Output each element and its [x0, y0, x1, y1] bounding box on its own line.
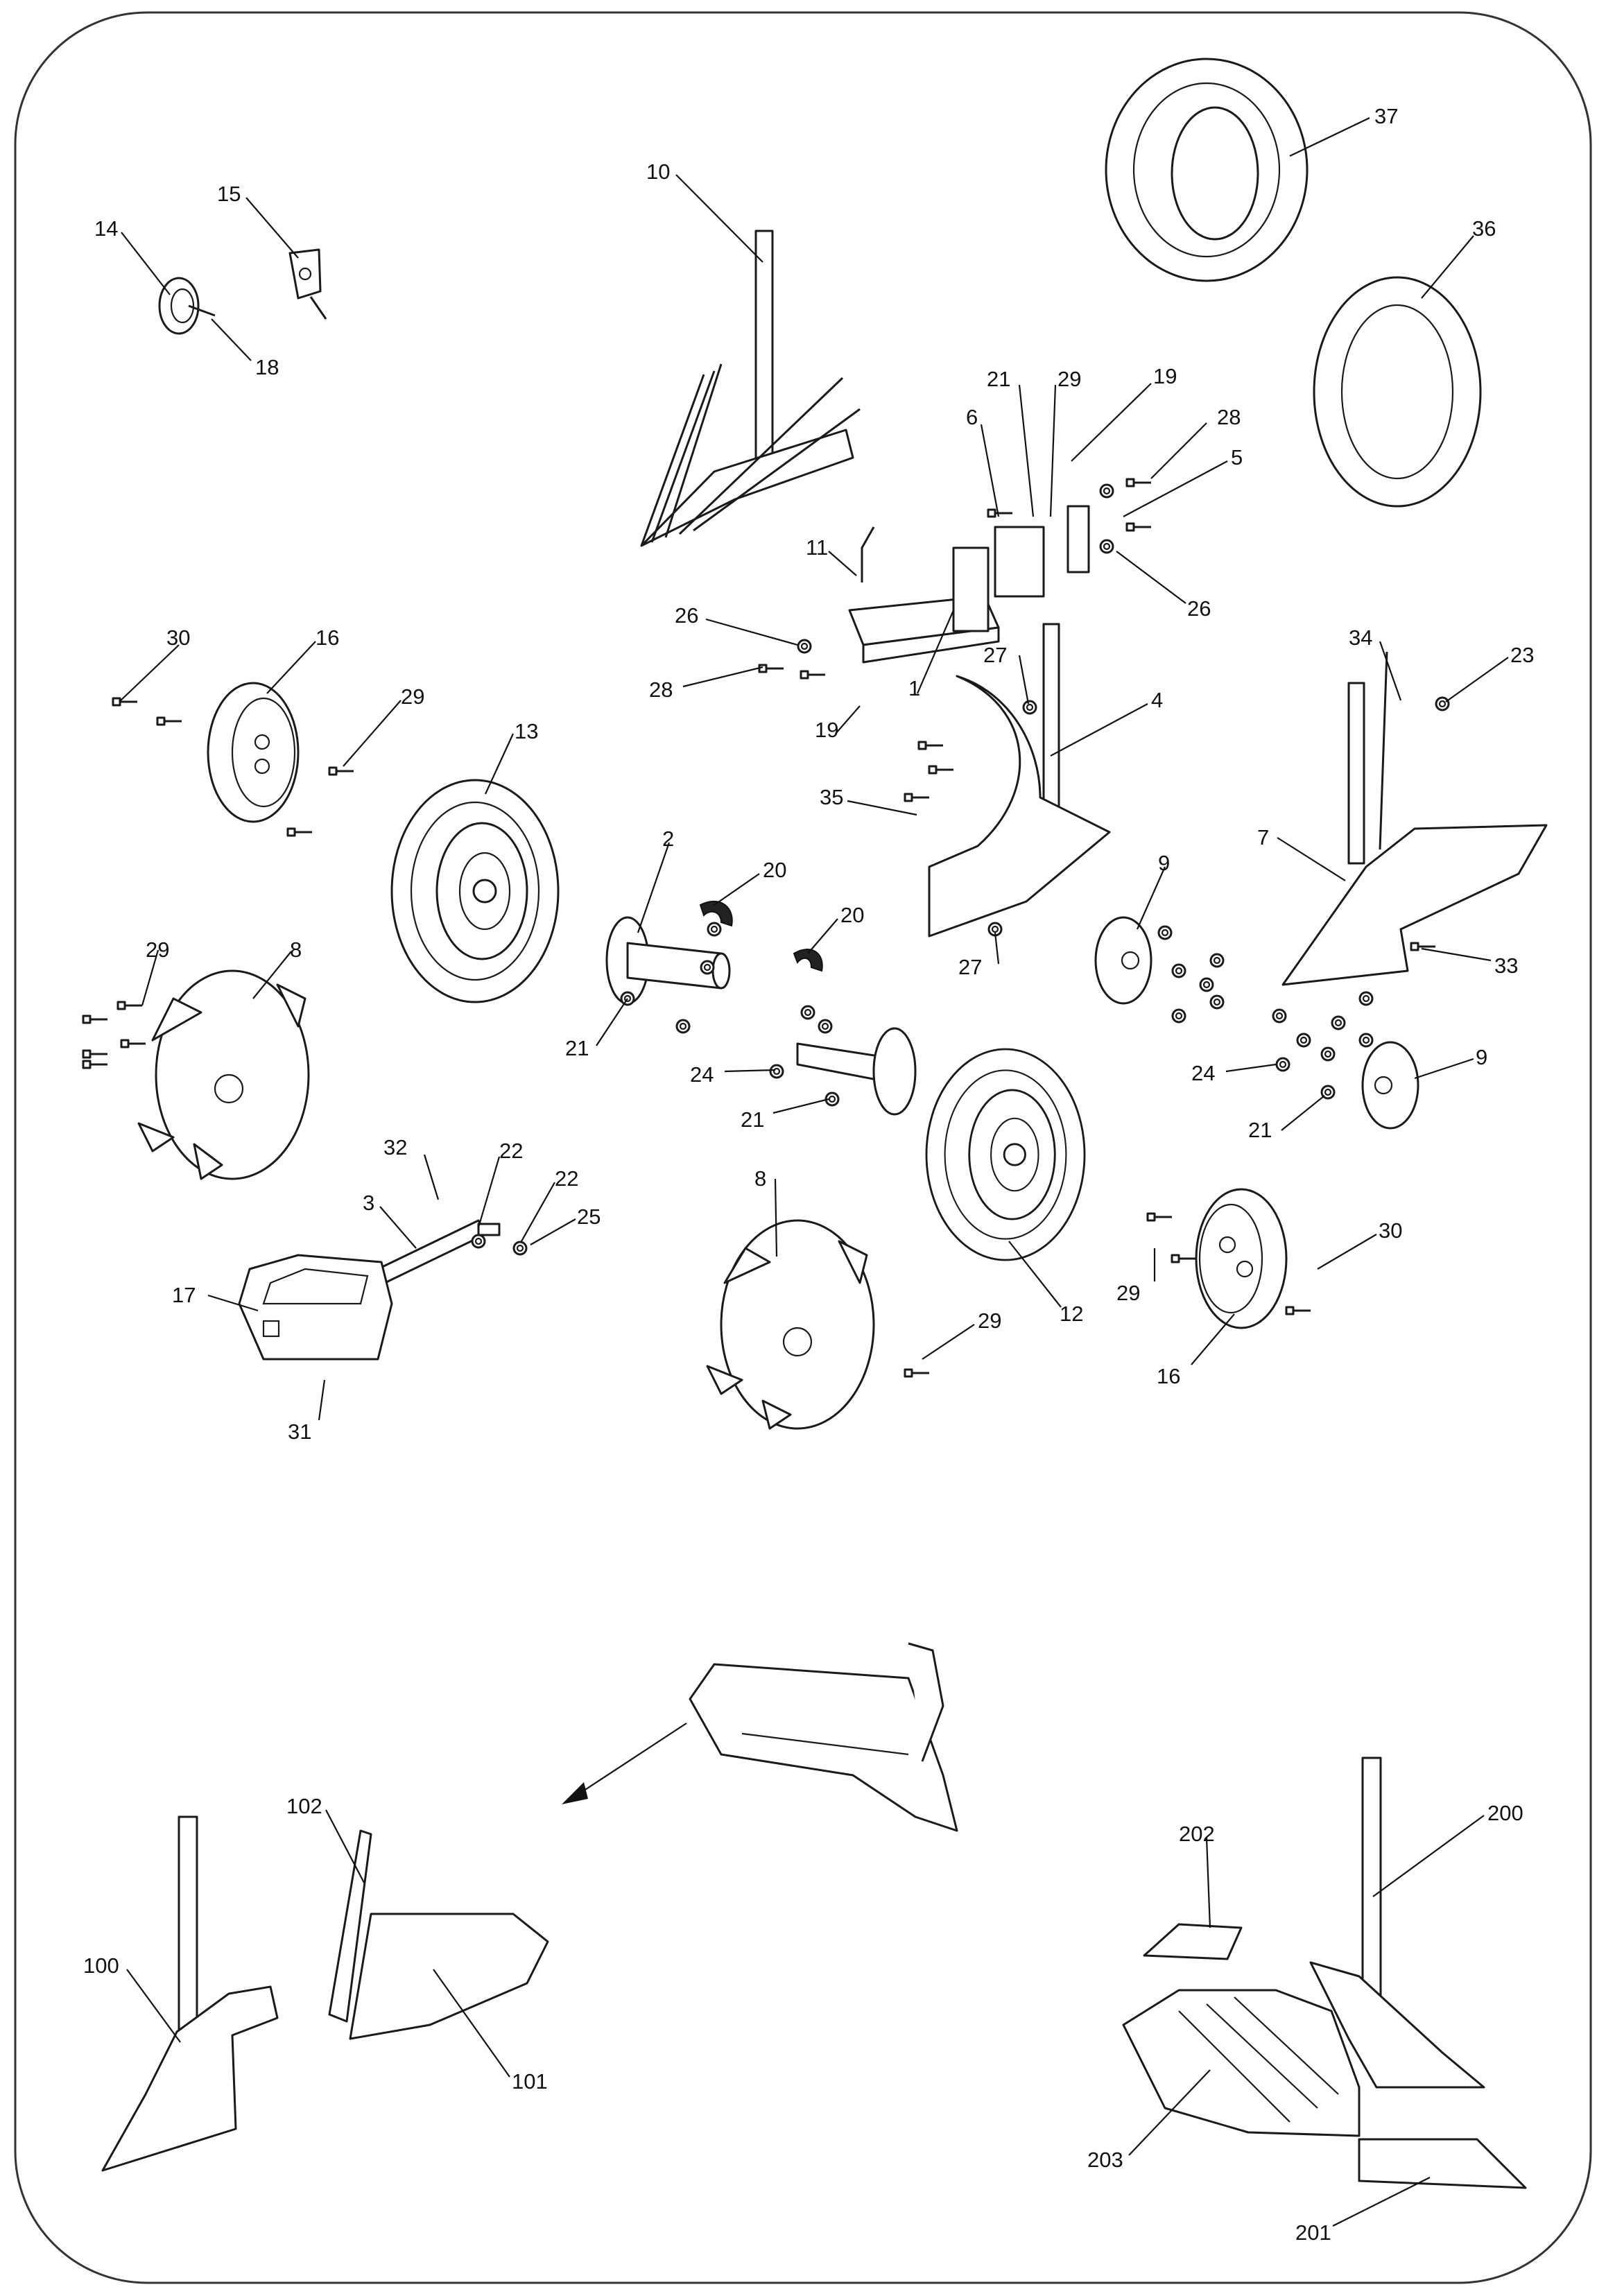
callout-29-left: 29 — [401, 684, 424, 709]
callout-34: 34 — [1349, 625, 1372, 650]
callout-8-right: 8 — [754, 1166, 766, 1191]
callout-30-right: 30 — [1379, 1218, 1402, 1243]
callout-24-left: 24 — [690, 1062, 714, 1087]
callout-9-right: 9 — [1476, 1045, 1487, 1069]
part-202-wing — [1143, 1923, 1243, 1960]
callout-18: 18 — [255, 355, 279, 379]
callout-28-left: 28 — [649, 677, 673, 702]
callout-29-hub: 29 — [1116, 1281, 1140, 1305]
part-17-seat — [238, 1254, 393, 1361]
part-101-moldboard — [349, 1913, 549, 2040]
callout-22-right: 22 — [555, 1166, 578, 1191]
callout-7: 7 — [1257, 825, 1269, 849]
callout-202: 202 — [1179, 1822, 1215, 1846]
callout-1: 1 — [908, 676, 920, 700]
callout-17: 17 — [172, 1283, 196, 1307]
part-10-rake-attachment — [640, 230, 861, 547]
callout-16-right: 16 — [1157, 1364, 1180, 1388]
part-2-axle-right — [796, 1027, 917, 1116]
callout-2: 2 — [662, 827, 674, 851]
callout-32: 32 — [383, 1135, 407, 1159]
callout-21-mid: 21 — [741, 1107, 764, 1132]
callout-37: 37 — [1374, 104, 1398, 128]
callout-36: 36 — [1472, 216, 1496, 241]
part-16-hub-left — [207, 682, 300, 823]
part-102-bar — [328, 1829, 372, 2023]
callout-9-left: 9 — [1158, 851, 1170, 875]
callout-26-left: 26 — [675, 603, 698, 628]
part-203-moldboard — [1122, 1989, 1361, 2137]
callout-3: 3 — [363, 1191, 374, 1215]
callout-200: 200 — [1487, 1801, 1523, 1825]
callout-26-right: 26 — [1187, 596, 1211, 621]
part-8-lug-wheel-right — [706, 1219, 875, 1430]
callout-21-top: 21 — [987, 367, 1010, 391]
part-3-shaft — [377, 1219, 501, 1284]
callout-29-bottom: 29 — [978, 1309, 1001, 1333]
callout-29-top: 29 — [1057, 367, 1081, 391]
callout-23: 23 — [1510, 643, 1534, 667]
callout-16-left: 16 — [316, 625, 339, 650]
callout-102: 102 — [286, 1794, 322, 1818]
callout-13: 13 — [515, 719, 538, 743]
callout-8-left: 8 — [290, 938, 302, 962]
callout-31: 31 — [288, 1419, 311, 1444]
part-100-share — [101, 1815, 279, 2172]
callout-21-right: 21 — [1248, 1118, 1272, 1142]
part-15-bracket — [288, 248, 327, 320]
callout-10: 10 — [646, 159, 670, 184]
part-37-tire — [1105, 58, 1309, 282]
callout-5: 5 — [1231, 445, 1243, 469]
callout-4: 4 — [1151, 688, 1163, 712]
callout-19-mid: 19 — [815, 718, 838, 742]
callout-12: 12 — [1060, 1302, 1083, 1326]
part-201-share — [1358, 2138, 1527, 2189]
callout-24-right: 24 — [1191, 1061, 1215, 1085]
callout-101: 101 — [512, 2069, 548, 2094]
callout-20-left: 20 — [763, 858, 786, 882]
callout-201: 201 — [1295, 2220, 1331, 2245]
callout-35: 35 — [820, 785, 843, 809]
callout-25: 25 — [577, 1205, 601, 1229]
part-20-clips — [699, 900, 823, 972]
part-36-inner-tube — [1313, 276, 1482, 508]
callout-21-left: 21 — [565, 1036, 589, 1060]
callout-30-left: 30 — [166, 625, 190, 650]
part-11-pin — [861, 526, 875, 582]
callout-11: 11 — [806, 535, 828, 560]
part-4-plough-body — [928, 623, 1111, 938]
part-14-pulley — [158, 277, 216, 335]
moldboard-detail-top — [689, 1642, 958, 1832]
callout-6: 6 — [966, 405, 978, 429]
callout-19-top: 19 — [1153, 364, 1177, 388]
callout-27-top: 27 — [983, 643, 1007, 667]
callout-20-right: 20 — [840, 903, 864, 927]
part-1-frame-beam — [848, 505, 1090, 664]
callout-100: 100 — [83, 1953, 119, 1978]
callout-203: 203 — [1087, 2148, 1123, 2172]
direction-arrow — [562, 1723, 687, 1804]
part-9-flange-left — [1094, 916, 1152, 1005]
part-13-wheel — [390, 779, 560, 1003]
callout-22-left: 22 — [499, 1139, 523, 1163]
part-8-lug-wheel-left — [137, 969, 310, 1180]
callout-15: 15 — [217, 182, 241, 206]
part-9-flange-right — [1361, 1041, 1419, 1130]
sheet-frame — [14, 11, 1592, 2284]
callout-33: 33 — [1494, 953, 1518, 978]
callout-27-bottom: 27 — [958, 955, 982, 979]
callout-28-top: 28 — [1217, 405, 1241, 429]
callout-14: 14 — [94, 216, 118, 241]
part-16-hub-right — [1195, 1188, 1288, 1329]
callout-29-lug: 29 — [146, 938, 169, 962]
part-7-plough-moldboard — [1281, 651, 1548, 986]
part-12-wheel — [925, 1048, 1086, 1261]
